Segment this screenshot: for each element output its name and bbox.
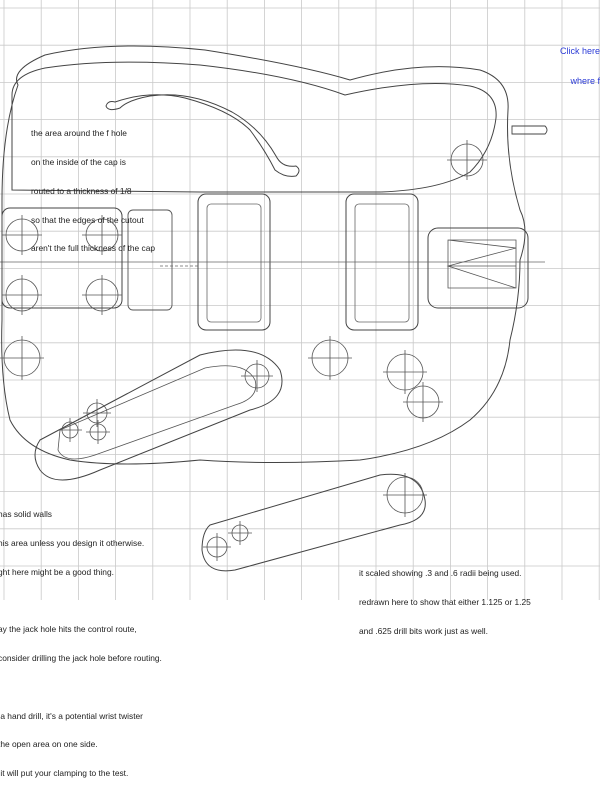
note-line: aren't the full thickness of the cap xyxy=(31,243,156,254)
crosshair xyxy=(383,473,427,517)
control-cover xyxy=(201,473,426,572)
crosshair xyxy=(241,360,273,392)
control-plate xyxy=(57,365,257,460)
crosshair xyxy=(228,521,252,545)
note-line: and .625 drill bits work just as well. xyxy=(359,625,488,636)
pickup-neck-inner xyxy=(206,203,262,323)
note-line: redrawn here to show that either 1.125 o… xyxy=(359,596,531,607)
note-line: the area around the f hole xyxy=(31,128,127,139)
guitar-body-outline xyxy=(1,45,526,465)
note-line: it will put your clamping to the test. xyxy=(0,768,129,779)
note-line: so that the edges of the cutout xyxy=(31,214,144,225)
note-line: ght here might be a good thing. xyxy=(0,566,114,577)
crosshair xyxy=(82,275,122,315)
crosshair xyxy=(403,382,443,422)
crosshair-markers xyxy=(0,140,487,561)
link-line[interactable]: Click here xyxy=(559,46,600,56)
radii-note: it scaled showing .3 and .6 radii being … xyxy=(359,550,531,646)
link-line[interactable]: where f xyxy=(570,76,600,86)
cavity-walls-note: has solid walls his area unless you desi… xyxy=(0,491,162,788)
guitar-template-drawing xyxy=(0,0,600,600)
note-line: his area unless you design it otherwise. xyxy=(0,537,145,548)
crosshair xyxy=(383,350,427,394)
note-line: it scaled showing .3 and .6 radii being … xyxy=(359,568,522,579)
edge-slot xyxy=(511,125,548,135)
crosshair xyxy=(0,336,44,380)
pickup-bridge-inner xyxy=(354,203,410,323)
crosshair xyxy=(447,140,487,180)
note-line xyxy=(0,597,162,607)
neck-block xyxy=(127,209,173,311)
note-line: consider drilling the jack hole before r… xyxy=(0,653,162,664)
crosshair xyxy=(58,418,82,442)
pocket-left-1 xyxy=(1,207,123,309)
cap-outline xyxy=(11,61,497,193)
note-line xyxy=(0,683,162,693)
f-hole xyxy=(105,94,300,177)
note-line: a hand drill, it's a potential wrist twi… xyxy=(0,710,143,721)
crosshair xyxy=(83,399,111,427)
crosshair xyxy=(2,275,42,315)
fhole-note: the area around the f hole on the inside… xyxy=(31,110,155,264)
crosshair xyxy=(2,215,42,255)
neck-plate-lines xyxy=(446,239,517,289)
click-here-link[interactable]: Click here where f xyxy=(560,26,600,96)
neck-plate xyxy=(427,227,529,309)
crosshair xyxy=(86,420,110,444)
note-line: the open area on one side. xyxy=(0,739,98,750)
control-route xyxy=(34,349,283,481)
crosshair xyxy=(82,215,122,255)
crosshair xyxy=(308,336,352,380)
note-line: has solid walls xyxy=(0,509,52,520)
note-line: routed to a thickness of 1/8 xyxy=(31,185,132,196)
grid xyxy=(0,0,600,600)
crosshair xyxy=(203,533,231,561)
note-line: on the inside of the cap is xyxy=(31,156,126,167)
note-line: ay the jack hole hits the control route, xyxy=(0,624,137,635)
